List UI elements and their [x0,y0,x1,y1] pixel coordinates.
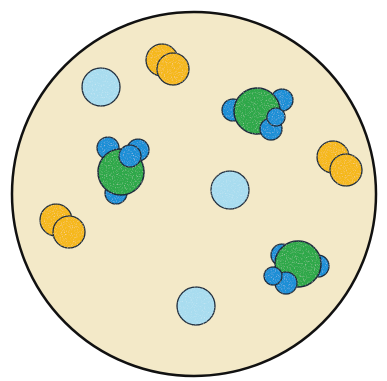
light-blue-atom [177,287,215,325]
blue-atom [264,267,282,285]
yellow-atom [330,154,362,186]
blue-atom [119,145,141,167]
yellow-atom [53,216,85,248]
blue-atom [267,108,285,126]
light-blue-atom [211,171,249,209]
yellow-atom [157,53,189,85]
light-blue-atom [82,68,120,106]
